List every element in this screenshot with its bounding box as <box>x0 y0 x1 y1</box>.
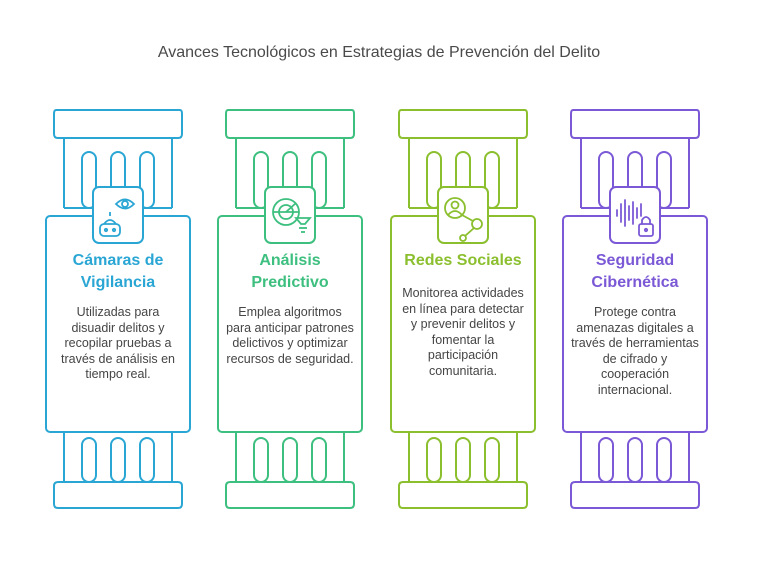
diagram-title: Avances Tecnológicos en Estrategias de P… <box>157 44 601 61</box>
pillar-camaras-de-vigilancia: Cámaras de Vigilancia Utilizadas para di… <box>44 108 192 510</box>
pillar-heading: Redes Sociales <box>393 250 533 272</box>
pillar-description: Monitorea actividades en línea para dete… <box>402 286 524 378</box>
pillar-description: Protege contra amenazas digitales a trav… <box>571 305 699 397</box>
pillar-frame <box>390 109 536 509</box>
person-network-icon <box>437 186 489 244</box>
camera-robot-eye-icon <box>92 186 144 244</box>
pillar-description: Utilizadas para disuadir delitos y recop… <box>61 305 175 381</box>
heading-line: Predictivo <box>251 274 329 291</box>
heading-line: Vigilancia <box>80 274 156 291</box>
heading-line: Seguridad <box>595 252 675 269</box>
pillar-frame <box>562 109 708 509</box>
pillar-seguridad-cibernetica: Seguridad Cibernética Protege contra ame… <box>561 108 709 510</box>
pillar-heading: Análisis Predictivo <box>220 250 360 294</box>
heading-line: Análisis <box>259 252 321 269</box>
pillar-heading: Seguridad Cibernética <box>565 250 705 294</box>
pillar-description: Emplea algoritmos para anticipar patrone… <box>226 305 354 366</box>
pillar-heading: Cámaras de Vigilancia <box>48 250 188 294</box>
soundwave-lock-icon <box>609 186 661 244</box>
heading-line: Cibernética <box>591 274 679 291</box>
heading-line: Cámaras de <box>72 252 164 269</box>
pillar-redes-sociales: Redes Sociales Monitorea actividades en … <box>389 108 537 510</box>
radar-funnel-icon <box>264 186 316 244</box>
heading-line: Redes Sociales <box>404 252 522 269</box>
pillar-analisis-predictivo: Análisis Predictivo Emplea algoritmos pa… <box>216 108 364 510</box>
